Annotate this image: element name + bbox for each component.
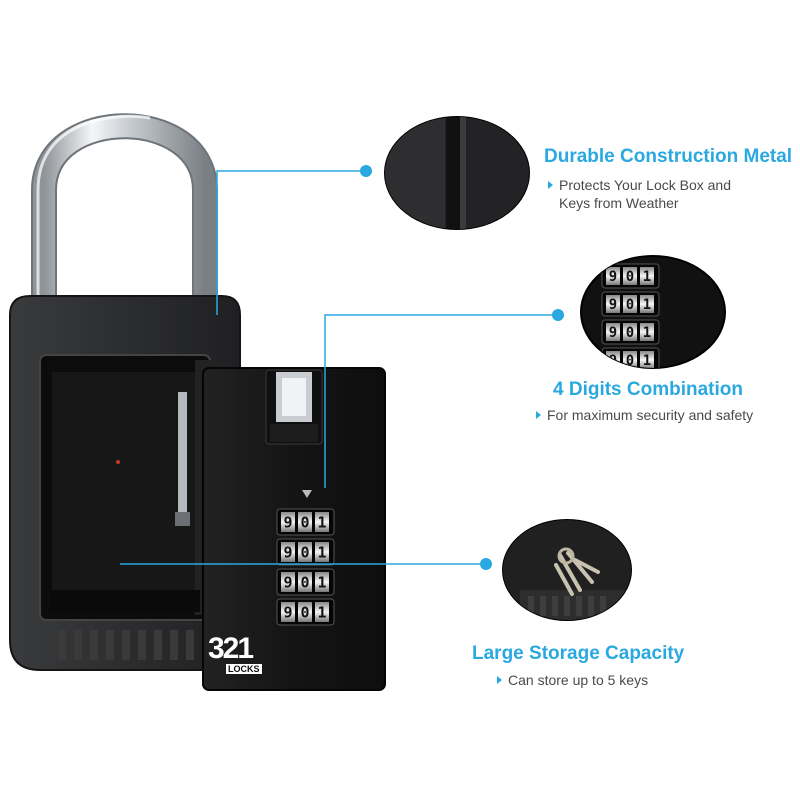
dial-wheel[interactable] [640,351,654,369]
bullet-arrow-icon [536,411,541,419]
dial-digit: 0 [626,297,634,313]
feature-bullet-storage: Can store up to 5 keys [497,671,648,689]
dial-wheel[interactable] [623,295,637,313]
feature-title-storage: Large Storage Capacity [472,643,685,664]
dial-digit: 1 [317,574,326,592]
dial-wheel[interactable] [298,572,312,592]
dial-digit: 0 [300,514,309,532]
bullet-text: Can store up to 5 keys [508,672,649,688]
dial-digit: 9 [609,269,617,285]
feature-bullet-dials: For maximum security and safety [536,406,753,424]
logo-number: 321 [208,632,254,665]
dial-digit: 9 [609,325,617,341]
dial-digit: 9 [283,574,292,592]
dial-wheel[interactable] [315,572,329,592]
dial-digit: 9 [283,514,292,532]
dial-digit: 0 [626,269,634,285]
dial-digit: 0 [626,325,634,341]
dial-wheel[interactable] [281,602,295,622]
dial-wheel[interactable] [281,512,295,532]
dial-wheel[interactable] [315,542,329,562]
dial-wheel[interactable] [640,323,654,341]
feature-title-metal: Durable Construction Metal [544,146,793,167]
dial-digit: 1 [317,514,326,532]
feature-bullet-metal: Protects Your Lock Box and Keys from Wea… [548,176,731,212]
dial-wheel[interactable] [315,602,329,622]
dial-digit: 9 [283,604,292,622]
bullet-arrow-icon [497,676,502,684]
dial-digit: 1 [643,297,651,313]
dial-digit: 1 [643,353,651,369]
dial-digit: 0 [626,353,634,369]
dial-digit: 1 [317,604,326,622]
dial-wheel[interactable] [623,267,637,285]
bullet-text: Protects Your Lock Box and [559,177,731,193]
feature-title-dials: 4 Digits Combination [553,379,743,400]
dial-wheel[interactable] [298,602,312,622]
dial-wheel[interactable] [623,351,637,369]
dial-digit: 1 [317,544,326,562]
bullet-text: For maximum security and safety [547,407,754,423]
callout-line-dials [324,309,564,488]
callout-line-metal [216,165,372,315]
dial-wheel[interactable] [606,267,620,285]
dial-wheel[interactable] [281,572,295,592]
callout-dot [552,309,564,321]
bullet-text-line2: Keys from Weather [559,195,679,211]
dial-digit: 0 [300,544,309,562]
dial-digit: 9 [609,297,617,313]
keys-closeup-image [502,519,632,621]
dial-wheel[interactable] [298,512,312,532]
dial-digit: 0 [300,604,309,622]
dial-wheel[interactable] [281,542,295,562]
dial-digit: 0 [300,574,309,592]
dial-digit: 1 [643,325,651,341]
dial-wheel[interactable] [640,295,654,313]
dial-wheel[interactable] [640,267,654,285]
metal-closeup-image [384,116,530,230]
logo-text: LOCKS [226,664,262,674]
dial-digit: 1 [643,269,651,285]
dial-wheel[interactable] [606,295,620,313]
dial-wheel[interactable] [298,542,312,562]
dial-wheel[interactable] [623,323,637,341]
bullet-arrow-icon [548,181,553,189]
dial-digit: 9 [283,544,292,562]
dial-wheel[interactable] [315,512,329,532]
dial-wheel[interactable] [606,323,620,341]
shackle [31,113,218,310]
callout-line-storage [120,558,492,570]
brand-logo: 321 LOCKS [208,632,262,678]
callout-dot [480,558,492,570]
callout-dot [360,165,372,177]
